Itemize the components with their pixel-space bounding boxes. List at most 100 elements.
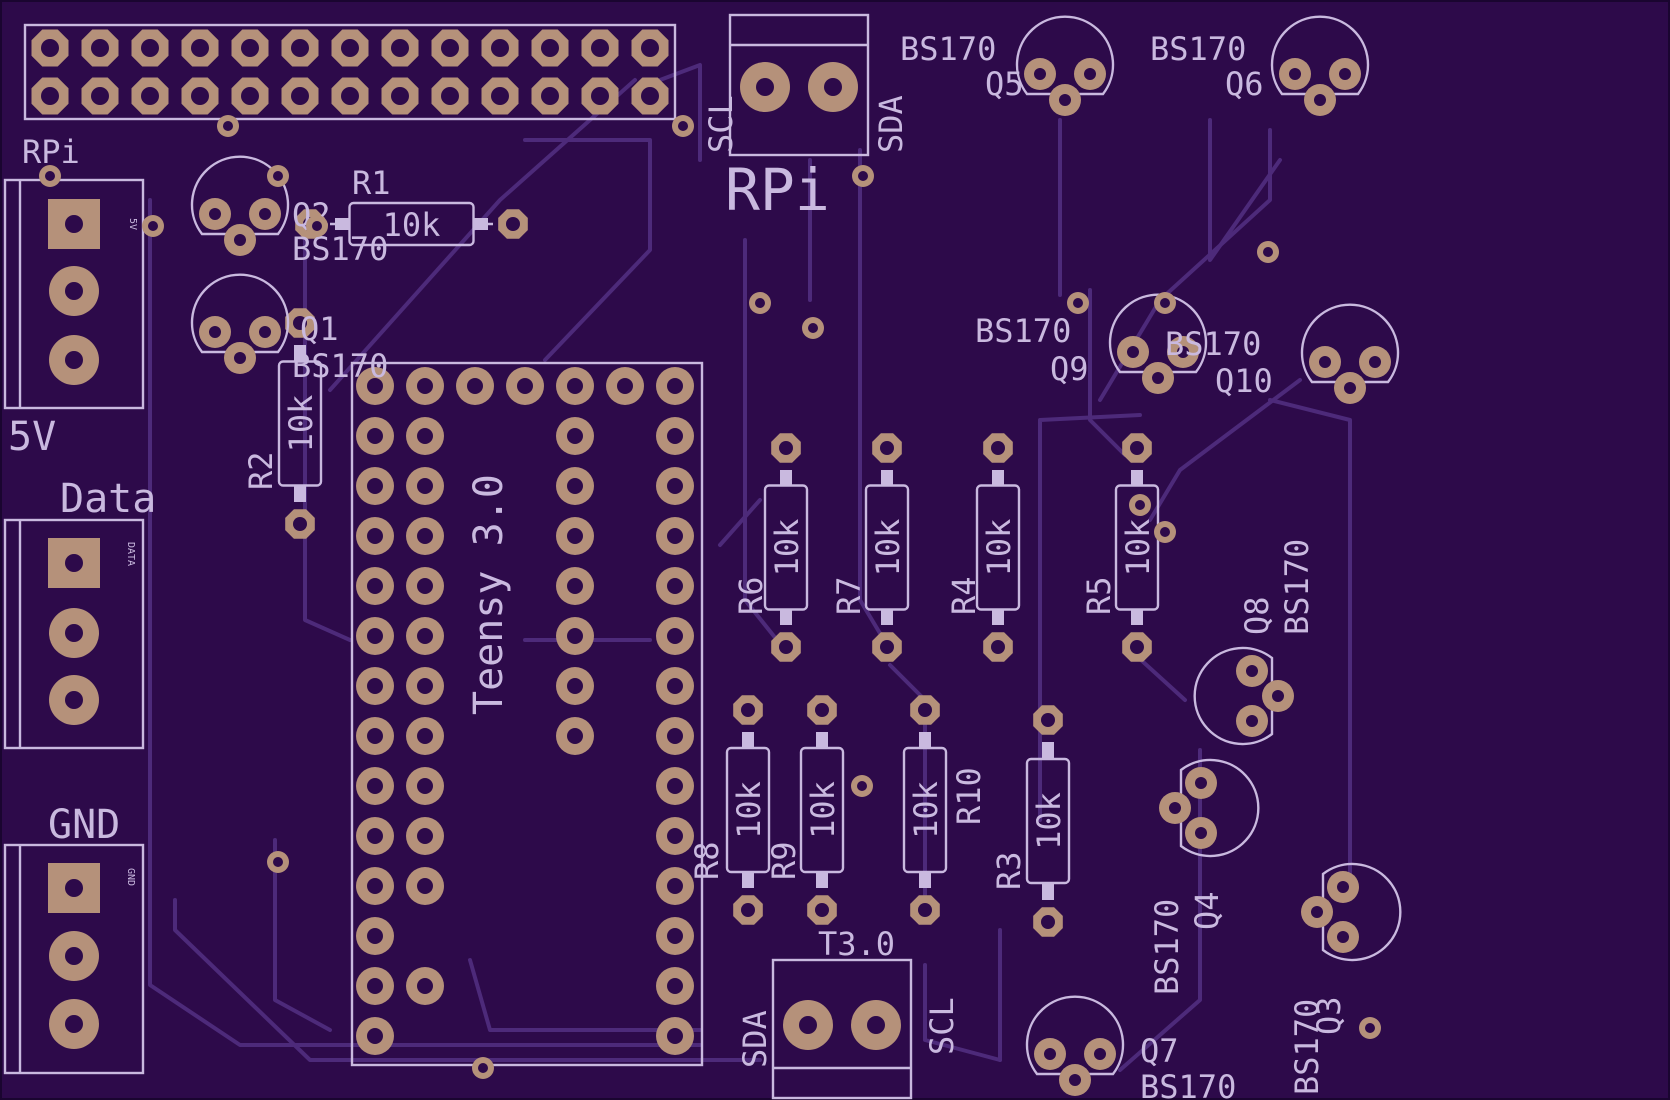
resistor-ref: R5 [1080,576,1118,615]
terminal-5v: 5V [3,178,145,410]
via [1129,494,1151,516]
resistor-value: 10k [907,781,945,839]
resistor-ref: R9 [765,841,803,880]
resistor-ref: R8 [688,841,726,880]
transistor-part: BS170 [975,312,1071,350]
transistor-part: BS170 [292,347,388,385]
transistor-part: BS170 [1148,899,1186,995]
tiny-data-label: DATA [125,542,136,566]
via [1067,292,1089,314]
terminal-rpi-i2c [728,13,870,157]
tiny-gnd-label: GND [125,868,136,886]
transistor-part: BS170 [1140,1068,1236,1100]
via [472,1057,494,1079]
via [1154,521,1176,543]
transistor-group: Q1BS170Q2BS170Q3BS170Q4BS170Q5BS170Q6BS1… [190,15,1402,1100]
resistor-value: 10k [980,519,1018,577]
resistor-ref: R10 [950,767,988,825]
resistor-value: 10k [383,206,441,244]
transistor-part: BS170 [900,30,996,68]
resistor-value: 10k [1030,792,1068,850]
via [749,292,771,314]
transistor-ref: Q10 [1215,362,1273,400]
tiny-5v-label: 5V [127,218,138,230]
resistor-group: 10kR110kR210kR310kR410kR510kR610kR710kR8… [242,164,1160,937]
power-5v-label: 5V [8,414,56,460]
teensy-footprint [350,361,704,1067]
transistor-part: BS170 [1288,999,1326,1095]
rpi-gpio-header [23,23,677,121]
terminal-data: DATA [3,518,145,750]
scl-bottom-label: SCL [923,997,961,1055]
transistor-ref: Q9 [1050,350,1089,388]
via [217,115,239,137]
sda-bottom-label: SDA [736,1010,774,1068]
transistor-part: BS170 [1165,325,1261,363]
trace-layer [148,63,1352,1072]
via [1257,241,1279,263]
transistor-ref: Q4 [1188,891,1226,930]
resistor-value: 10k [804,781,842,839]
via [672,115,694,137]
via [851,775,873,797]
via [802,317,824,339]
transistor-part: BS170 [292,230,388,268]
transistor-ref: Q5 [985,65,1024,103]
resistor-ref: R3 [990,851,1028,890]
resistor-value: 10k [1119,519,1157,577]
resistor-value: 10k [869,519,907,577]
transistor-ref: Q1 [300,310,339,348]
t30-label: T3.0 [818,925,895,963]
via-group [39,115,1381,1079]
resistor-value: 10k [730,781,768,839]
via [1359,1017,1381,1039]
transistor-ref: Q6 [1225,65,1264,103]
via [39,165,61,187]
via [267,851,289,873]
scl-top-label: SCL [702,95,740,153]
resistor-value: 10k [282,395,320,453]
teensy-label: Teensy 3.0 [466,474,512,715]
resistor-ref: R4 [945,576,983,615]
resistor-ref: R1 [352,164,391,202]
terminal-teensy-i2c [771,958,913,1100]
data-label: Data [60,476,156,522]
resistor-ref: R7 [830,576,868,615]
transistor-ref: Q8 [1238,596,1276,635]
rpi-header-label: RPi [725,156,830,224]
sda-top-label: SDA [872,95,910,153]
gnd-label: GND [48,802,120,848]
via [852,165,874,187]
transistor-ref: Q3 [1310,996,1348,1035]
via [1154,292,1176,314]
rpi-small-label: RPi [22,133,80,171]
transistor-part: BS170 [1150,30,1246,68]
resistor-ref: R2 [242,451,280,490]
resistor-ref: R6 [732,576,770,615]
via [267,165,289,187]
via [306,215,328,237]
via [142,215,164,237]
resistor-value: 10k [768,519,806,577]
transistor-part: BS170 [1278,539,1316,635]
terminal-gnd: GND [3,843,145,1075]
